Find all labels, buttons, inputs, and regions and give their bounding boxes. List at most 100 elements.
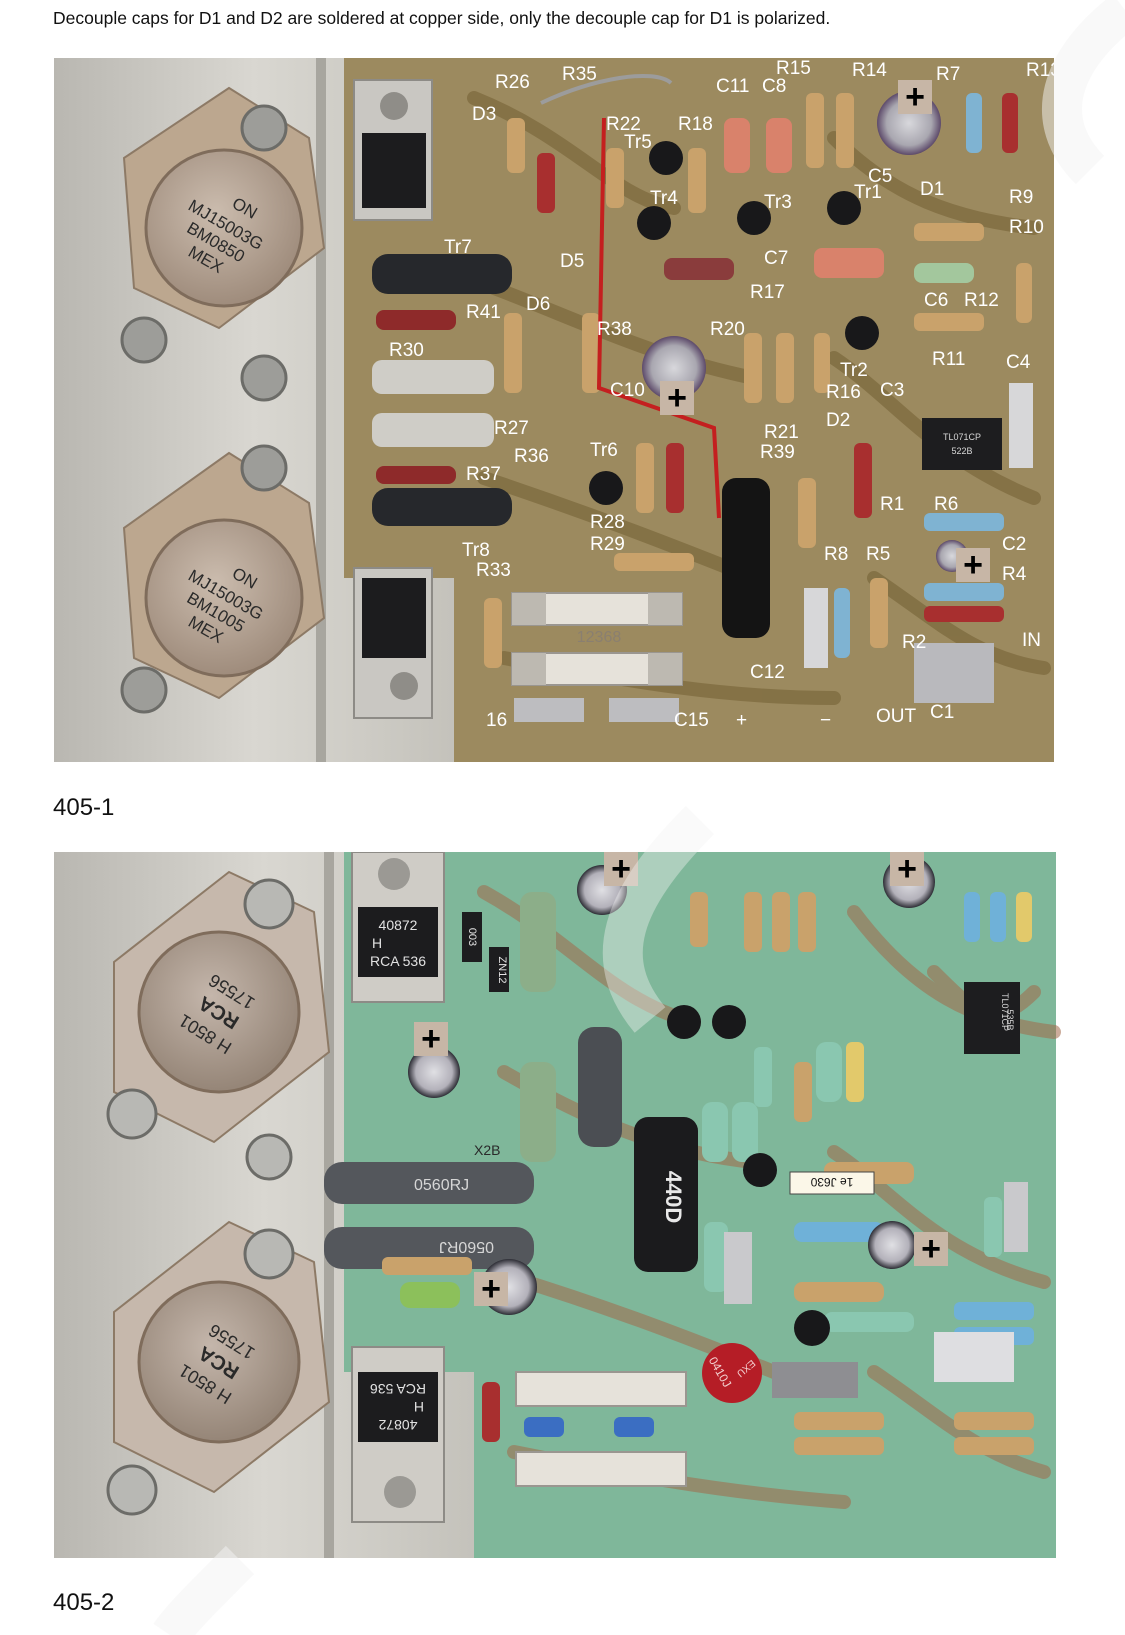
silk-label: C5 xyxy=(868,166,892,187)
film-cap xyxy=(1004,1182,1028,1252)
jumper-wire xyxy=(540,73,673,105)
polarity-marker: + xyxy=(414,1020,448,1058)
red-wire xyxy=(596,117,721,519)
power-transistor-1: H 8501 RCA 17556 xyxy=(106,870,331,1181)
ic-chip: TL071CP 522B xyxy=(922,418,1002,470)
silk-label: C8 xyxy=(762,76,786,97)
silk-label: Tr8 xyxy=(462,540,490,561)
silk-label: R22 xyxy=(606,114,641,135)
silk-label: C1 xyxy=(930,702,954,723)
power-resistor xyxy=(520,892,556,992)
film-cap xyxy=(724,1232,752,1304)
silk-label: Tr2 xyxy=(840,360,868,381)
silk-label: R20 xyxy=(710,319,745,340)
resistor-label: 0560RJ xyxy=(439,1238,494,1255)
film-cap xyxy=(772,1362,858,1398)
silk-label: R4 xyxy=(1002,564,1027,585)
ic-code: 522B xyxy=(951,446,972,456)
small-resistors: 003 ZN12 xyxy=(382,892,1034,1455)
silk-label: D5 xyxy=(560,251,584,272)
small-transistors xyxy=(589,141,879,505)
silk-label: Tr4 xyxy=(650,188,678,209)
power-resistor xyxy=(372,413,494,447)
silk-label: R7 xyxy=(936,64,960,85)
silk-label: R37 xyxy=(466,464,501,485)
svg-text:+: + xyxy=(963,546,983,584)
driver-transistor-top xyxy=(353,79,433,221)
silk-label: R29 xyxy=(590,534,625,555)
film-cap xyxy=(914,643,994,703)
polarity-marker: + xyxy=(956,546,990,584)
driver-maker-label: RCA 536 xyxy=(370,1381,426,1397)
resistor-label: 0560RJ xyxy=(414,1177,469,1194)
silk-label: R41 xyxy=(466,302,501,323)
film-cap xyxy=(804,588,828,668)
silk-label: R6 xyxy=(934,494,958,515)
silk-label: R10 xyxy=(1009,217,1044,238)
svg-text:+: + xyxy=(921,1230,941,1268)
silk-label: R5 xyxy=(866,544,890,565)
board-caption-405-2: 405-2 xyxy=(53,1589,115,1616)
silk-label: R28 xyxy=(590,512,625,533)
inductor xyxy=(722,478,770,638)
power-resistor xyxy=(372,360,494,394)
silk-label: C12 xyxy=(750,662,785,683)
polarity-marker: + xyxy=(604,852,638,888)
driver-maker-label: RCA 536 xyxy=(370,953,426,969)
film-cap xyxy=(514,698,584,722)
silk-label: D6 xyxy=(526,294,550,315)
silk-label: R11 xyxy=(932,349,965,370)
silk-label: R26 xyxy=(495,72,530,93)
silk-label: C15 xyxy=(674,710,709,731)
fuse xyxy=(511,592,683,626)
power-resistor xyxy=(520,1062,556,1162)
silk-label: + xyxy=(736,710,747,731)
silk-label: R21 xyxy=(764,422,799,443)
silk-label: Tr7 xyxy=(444,237,472,258)
board-photo-405-1: ON MJ15003G BM0850 MEX ON MJ15003G BM100… xyxy=(54,58,1099,762)
fuse-label: 12368 xyxy=(577,629,622,646)
svg-text:X2B: X2B xyxy=(474,1142,500,1158)
power-resistor xyxy=(578,1027,622,1147)
film-cap xyxy=(1009,383,1033,468)
silk-label: R9 xyxy=(1009,187,1033,208)
ic-label: TL071CP xyxy=(1000,993,1010,1031)
ic-chip: TL071CP 535B xyxy=(964,982,1020,1054)
silk-label: D1 xyxy=(920,179,944,200)
silk-label: D3 xyxy=(472,104,496,125)
silk-label: C6 xyxy=(924,290,948,311)
power-transistor-1: ON MJ15003G BM0850 MEX xyxy=(120,86,326,364)
driver-transistor-bottom xyxy=(353,567,433,719)
fuse xyxy=(515,1451,687,1487)
silk-label: R38 xyxy=(597,319,632,340)
svg-text:+: + xyxy=(421,1020,441,1058)
film-cap xyxy=(934,1332,1014,1382)
polarity-marker: + xyxy=(898,78,932,116)
resistor xyxy=(376,466,456,484)
silk-label: C2 xyxy=(1002,534,1026,555)
silk-label: Tr5 xyxy=(624,132,652,153)
silk-label: OUT xyxy=(876,706,917,727)
small-transistors xyxy=(667,1005,830,1346)
silk-label: R18 xyxy=(678,114,713,135)
disc-capacitor: 0410J EXU xyxy=(702,1343,762,1403)
silk-label: R33 xyxy=(476,560,511,581)
board-photo-405-2: H 8501 RCA 17556 H 8501 RCA 17556 40872 … xyxy=(54,852,1100,1558)
small-component-label: 1e J630 xyxy=(810,1175,853,1189)
silk-label: − xyxy=(820,710,831,731)
driver-transistor-bottom: 40872 H RCA 536 xyxy=(351,1346,445,1523)
power-resistor: 0560RJ xyxy=(324,1227,534,1269)
inductor-label: 440D xyxy=(661,1171,686,1224)
film-cap xyxy=(609,698,679,722)
svg-text:003: 003 xyxy=(466,928,478,946)
silk-label: R15 xyxy=(776,58,811,79)
silk-label: C7 xyxy=(764,248,788,269)
silk-label: C10 xyxy=(610,380,645,401)
silk-label: R14 xyxy=(852,60,887,81)
power-resistor xyxy=(372,254,512,294)
svg-text:+: + xyxy=(905,78,925,116)
polarity-marker: + xyxy=(660,379,694,417)
silk-label: Tr1 xyxy=(854,182,882,203)
driver-transistor-top: 40872 H RCA 536 xyxy=(351,852,445,1003)
silk-label: R27 xyxy=(494,418,529,439)
